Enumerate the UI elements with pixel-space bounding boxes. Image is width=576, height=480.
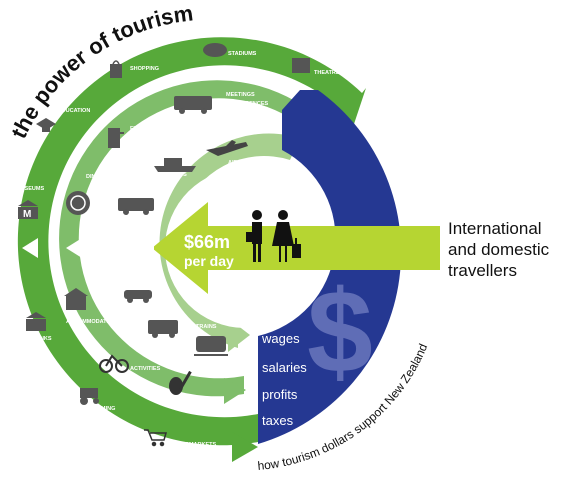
label-dining: DINING [86,174,105,180]
train-icon [194,336,228,356]
label-theatre: THEATRE [314,70,340,76]
label-activities: ACTIVITIES [130,366,161,372]
travellers-line-3: travellers [448,261,517,280]
dollar-arrow-outer: $ [22,238,38,258]
dining-plate-icon [66,191,90,215]
svg-text:$: $ [28,240,36,255]
museum-icon: M [18,200,38,220]
label-shopping: SHOPPING [130,66,159,72]
label-coach: COACH [118,218,138,224]
label-fuel: FUEL [130,126,145,132]
label-education: EDUCATION [58,108,90,114]
dollar-arrow-middle: $ [66,238,82,258]
label-banks: BANKS [32,336,52,342]
label-cruise-ships: CRUISE SHIPS [148,172,187,178]
dollar-arrow-inner: $ [138,238,154,258]
label-accommodation: ACCOMMODATION [66,319,116,325]
campervan-icon [148,320,178,338]
house-icon [64,288,88,310]
guitar-icon [169,370,192,395]
outer-ring [17,37,366,446]
label-farming: FARMING [90,406,115,412]
flow-profits: profits [262,387,298,402]
bicycle-icon [99,354,129,373]
fuel-pump-icon [108,128,124,148]
coach-icon [118,198,154,215]
bank-icon [26,312,46,331]
label-rental-cars: RENTAL CARS [118,279,157,285]
travellers-line-2: and domestic [448,240,550,259]
center-amount: $66m [184,232,230,252]
svg-text:$: $ [146,240,154,255]
middle-ring-arrowhead [224,378,246,404]
center-period: per day [184,253,234,269]
outer-ring-arrowhead [232,432,258,462]
shopping-cart-icon [144,429,167,447]
label-campervans: CAMPERVANS [134,309,173,315]
svg-text:$: $ [74,240,82,255]
label-museums: MUSEUMS [16,186,44,192]
theatre-icon [292,58,310,73]
stadium-icon [203,43,227,57]
travellers-icon [246,210,301,262]
travellers-caption: International and domestic travellers [448,218,573,281]
airplane-icon [206,140,248,156]
shopping-bag-icon [110,60,122,78]
label-supermarkets: SUPERMARKETS [170,442,216,448]
navy-flow [258,90,402,444]
label-stadiums: STADIUMS [228,51,257,57]
ship-icon [154,158,196,172]
label-trains: TRAINS [196,324,217,330]
tractor-icon [80,388,99,405]
graduation-cap-icon [36,118,56,132]
travellers-line-1: International [448,219,542,238]
flow-taxes: taxes [262,413,294,428]
label-conferences: CONFERENCES [226,101,269,107]
dollar-sign: $ [307,266,373,398]
label-meetings: MEETINGS [226,92,255,98]
label-entertainment: ENTERTAINMENT [180,407,227,413]
car-icon [124,290,152,303]
flow-salaries: salaries [262,360,307,375]
bus-icon [174,96,212,114]
svg-text:M: M [23,209,31,220]
label-air: AIR [228,160,238,166]
flow-wages: wages [261,331,300,346]
